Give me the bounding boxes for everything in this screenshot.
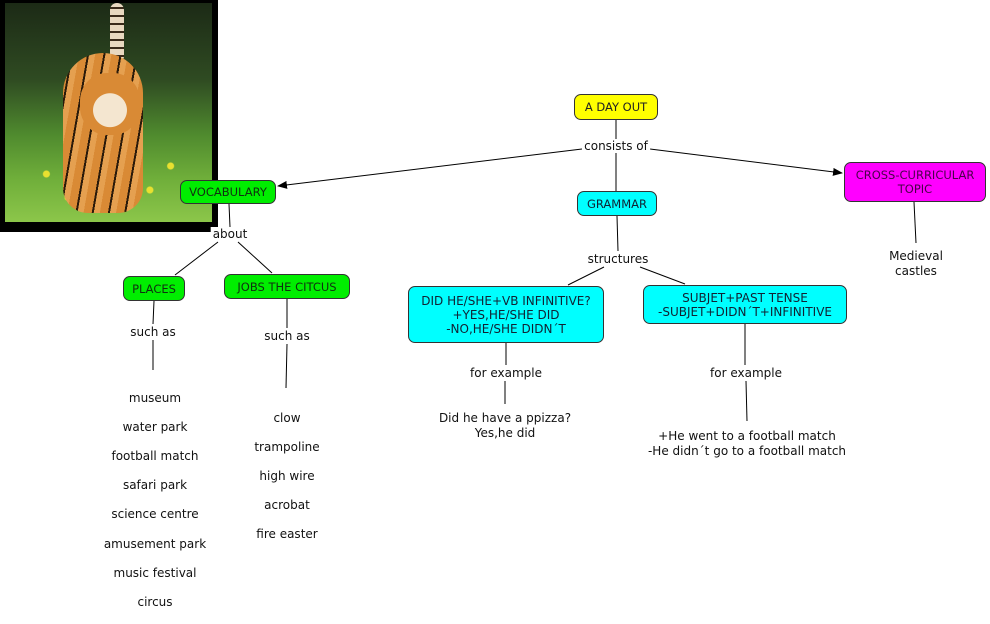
link-cross-to-medieval bbox=[913, 201, 917, 244]
node-cross-curricular-topic[interactable]: CROSS-CURRICULAR TOPIC bbox=[844, 162, 986, 202]
place-item: football match bbox=[111, 448, 199, 463]
job-item: acrobat bbox=[264, 498, 310, 513]
tiger-tail bbox=[110, 3, 124, 63]
leaf-medieval-castles: Medieval castles bbox=[889, 249, 943, 278]
link-places-to-such-as bbox=[152, 300, 155, 325]
node-statement-structure[interactable]: SUBJET+PAST TENSE -SUBJET+DIDN´T+INFINIT… bbox=[643, 285, 847, 324]
node-label: A DAY OUT bbox=[584, 100, 648, 114]
node-jobs-the-citcus[interactable]: JOBS THE CITCUS bbox=[224, 274, 350, 299]
place-item: science centre bbox=[111, 507, 199, 522]
link-label-such-as-jobs: such as bbox=[262, 329, 312, 343]
place-item: circus bbox=[137, 594, 173, 609]
link-label-structures: structures bbox=[585, 252, 651, 266]
job-item: fire easter bbox=[256, 527, 318, 542]
link-label-such-as-places: such as bbox=[128, 325, 178, 339]
node-label: GRAMMAR bbox=[586, 196, 647, 211]
place-item: safari park bbox=[122, 478, 188, 493]
node-grammar[interactable]: GRAMMAR bbox=[577, 191, 657, 216]
tiger-head bbox=[80, 73, 140, 135]
link-about-to-places bbox=[174, 241, 219, 276]
link-structures-to-statement bbox=[639, 266, 686, 285]
node-label: SUBJET+PAST TENSE -SUBJET+DIDN´T+INFINIT… bbox=[658, 290, 832, 319]
leaf-places-list: museum water park football match safari … bbox=[104, 376, 206, 624]
link-example-to-statement-leaf bbox=[745, 380, 748, 422]
node-vocabulary[interactable]: VOCABULARY bbox=[180, 180, 276, 204]
place-item: museum bbox=[128, 390, 182, 405]
node-label: DID HE/SHE+VB INFINITIVE? +YES,HE/SHE DI… bbox=[421, 293, 591, 336]
leaf-statement-example: +He went to a football match -He didn´t … bbox=[647, 429, 847, 458]
link-label-for-example-statement: for example bbox=[708, 366, 784, 380]
node-question-structure[interactable]: DID HE/SHE+VB INFINITIVE? +YES,HE/SHE DI… bbox=[408, 286, 604, 343]
place-item: music festival bbox=[113, 565, 197, 580]
link-label-consists-of: consists of bbox=[582, 139, 650, 153]
link-vocabulary-to-about bbox=[228, 203, 231, 228]
job-item: clow bbox=[273, 410, 301, 425]
node-label: PLACES bbox=[132, 281, 176, 296]
leaf-jobs-list: clow trampoline high wire acrobat fire e… bbox=[254, 396, 319, 557]
link-about-to-jobs bbox=[237, 241, 273, 274]
arrow-to-vocabulary bbox=[277, 148, 583, 189]
leaf-question-example: Did he have a ppizza? Yes,he did bbox=[438, 411, 572, 440]
place-item: water park bbox=[122, 419, 188, 434]
tiger-photo bbox=[5, 3, 212, 222]
node-label: VOCABULARY bbox=[189, 185, 267, 199]
place-item: amusement park bbox=[103, 536, 207, 551]
link-structures-to-question bbox=[567, 266, 605, 286]
tiger-image bbox=[0, 0, 218, 232]
link-label-about: about bbox=[210, 227, 250, 241]
node-label: JOBS THE CITCUS bbox=[237, 279, 337, 294]
link-grammar-to-structures bbox=[616, 215, 619, 252]
arrow-to-cross-curricular bbox=[649, 148, 843, 176]
link-label-for-example-question: for example bbox=[468, 366, 544, 380]
node-a-day-out[interactable]: A DAY OUT bbox=[574, 94, 658, 120]
job-item: high wire bbox=[259, 468, 315, 483]
link-such-as-to-jobs-list bbox=[285, 343, 288, 389]
node-places[interactable]: PLACES bbox=[123, 276, 185, 301]
node-label: CROSS-CURRICULAR TOPIC bbox=[855, 168, 975, 196]
connection-lines bbox=[152, 120, 917, 422]
job-item: trampoline bbox=[254, 439, 320, 454]
